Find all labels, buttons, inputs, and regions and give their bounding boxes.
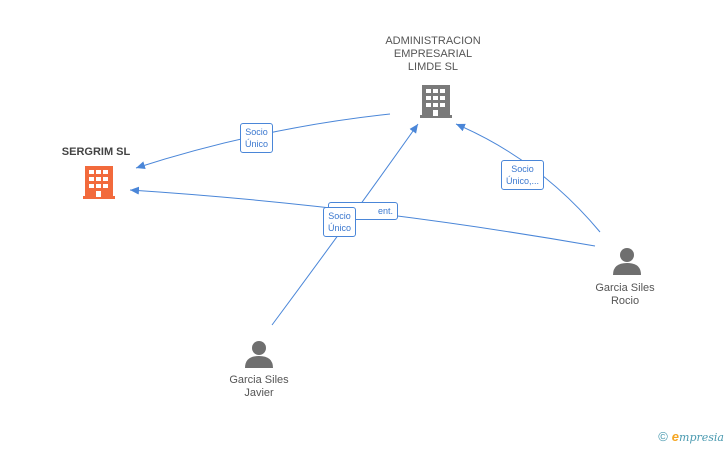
node-label-admin[interactable]: ADMINISTRACION EMPRESARIAL LIMDE SL	[372, 35, 494, 74]
node-label-rocio[interactable]: Garcia Siles Rocio	[580, 282, 670, 308]
edge-label-line: Único	[245, 139, 269, 149]
node-label-javier-line1: Garcia Siles	[229, 374, 289, 386]
node-label-javier[interactable]: Garcia Siles Javier	[214, 374, 304, 400]
brand-e: e	[671, 429, 680, 444]
edge-label-javier-admin[interactable]: Socio Único	[323, 207, 357, 237]
person-icon-rocio[interactable]	[613, 248, 641, 275]
edge-label-line: Único,...	[506, 176, 540, 186]
building-icon-sergrim[interactable]	[83, 166, 115, 199]
node-label-rocio-line1: Garcia Siles	[595, 282, 655, 294]
brand-name: mpresia	[679, 431, 724, 444]
node-label-admin-line3: LIMDE SL	[407, 61, 459, 73]
copyright-symbol: ©	[658, 429, 668, 444]
node-label-javier-line2: Javier	[244, 387, 274, 399]
edge-label-admin-sergrim[interactable]: Socio Único	[240, 123, 274, 153]
node-label-admin-line2: EMPRESARIAL	[393, 48, 473, 60]
edge-label-line: Único	[328, 223, 352, 233]
node-label-sergrim[interactable]: SERGRIM SL	[61, 146, 131, 158]
edge-label-line: Socio	[328, 211, 351, 221]
edge-label-line: Socio	[245, 127, 268, 137]
node-label-rocio-line2: Rocio	[610, 295, 640, 307]
edge-label-line: Socio	[511, 164, 534, 174]
edge-label-rocio-admin[interactable]: Socio Único,...	[501, 160, 545, 190]
person-icon-javier[interactable]	[245, 341, 273, 368]
edge-label-line: ent.	[377, 206, 393, 216]
building-icon-admin[interactable]	[420, 85, 452, 118]
node-label-admin-line1: ADMINISTRACION	[385, 35, 481, 47]
empresia-logo: ©empresia	[658, 429, 724, 444]
